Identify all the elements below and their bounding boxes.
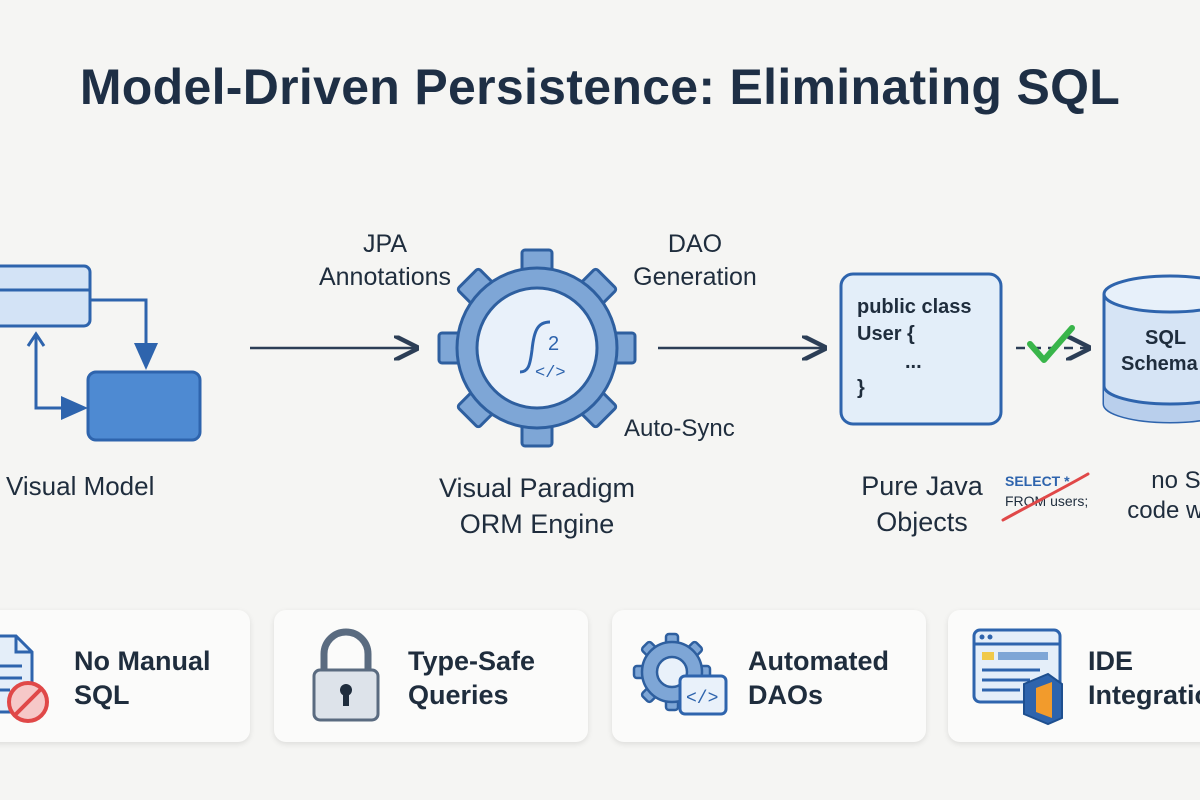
feature-card-no-manual-sql: No Manual SQL <box>0 610 250 742</box>
feature-4-line-2: Integration <box>1088 680 1200 710</box>
pure-java-objects-label: Pure Java Objects <box>838 468 1006 540</box>
struck-sql-line-2: FROM users; <box>1005 493 1088 509</box>
feature-card-type-safe-queries: Type-Safe Queries <box>274 610 588 742</box>
jpa-label-line-1: JPA <box>363 230 407 258</box>
code-line-4: } <box>857 377 865 399</box>
code-line-1: public class <box>857 296 972 318</box>
code-line-3: ... <box>905 351 922 373</box>
visual-model-label: Visual Model <box>6 471 155 501</box>
engine-label-line-1: Visual Paradigm <box>438 473 636 503</box>
dao-label-line-2: Generation <box>633 263 757 291</box>
feature-4-line-1: IDE <box>1088 646 1134 676</box>
java-label-line-2: Objects <box>876 507 968 537</box>
feature-2-line-2: Queries <box>408 680 509 710</box>
feature-3-line-1: Automated <box>748 646 889 676</box>
dao-generation-label: DAO Generation <box>610 228 780 294</box>
orm-engine-gear-icon: </> 2 <box>437 248 637 448</box>
feature-card-automated-daos: </> Automated DAOs <box>612 610 926 742</box>
feature-1-line-2: SQL <box>74 680 130 710</box>
lock-icon <box>312 628 380 722</box>
svg-text:</>: </> <box>535 364 566 383</box>
code-line-2: User { <box>857 323 915 345</box>
auto-sync-label: Auto-Sync <box>624 415 735 442</box>
no-sql-written-label: no SQL code written <box>1092 466 1200 526</box>
struck-sql-line-1: SELECT * <box>1005 473 1070 489</box>
feature-label-type-safe: Type-Safe Queries <box>408 644 535 712</box>
gear-code-icon: </> <box>632 632 728 716</box>
feature-1-line-1: No Manual <box>74 646 211 676</box>
orm-engine-label: Visual Paradigm ORM Engine <box>402 470 672 542</box>
check-icon <box>1027 325 1075 363</box>
jpa-annotations-label: JPA Annotations <box>300 228 470 294</box>
java-class-box: public class User { ... } <box>839 272 1003 426</box>
feature-label-ide-integration: IDE Integration <box>1088 644 1200 712</box>
dao-label-line-1: DAO <box>667 230 723 258</box>
struck-sql-snippet: SELECT * FROM users; <box>1001 472 1090 522</box>
sql-schema-database-icon: SQL Schema <box>1102 274 1200 424</box>
feature-3-line-2: DAOs <box>748 680 824 710</box>
svg-text:2: 2 <box>548 333 559 355</box>
document-no-icon <box>0 634 49 723</box>
feature-card-ide-integration: IDE Integration <box>948 610 1200 742</box>
no-sql-line-1: no SQL <box>1151 467 1200 494</box>
svg-text:</>: </> <box>686 689 718 709</box>
no-sql-line-2: code written <box>1127 497 1200 524</box>
page-title: Model-Driven Persistence: Eliminating SQ… <box>79 59 1121 115</box>
feature-label-automated-daos: Automated DAOs <box>748 644 889 712</box>
feature-label-no-manual-sql: No Manual SQL <box>74 644 211 712</box>
visual-model-icon <box>0 264 202 442</box>
feature-2-line-1: Type-Safe <box>408 646 536 676</box>
ide-window-icon <box>972 628 1063 726</box>
sql-schema-label-1: SQL <box>1145 327 1186 349</box>
java-label-line-1: Pure Java <box>861 471 983 501</box>
jpa-label-line-2: Annotations <box>318 263 452 291</box>
sql-schema-label-2: Schema <box>1121 353 1199 375</box>
engine-label-line-2: ORM Engine <box>459 509 615 539</box>
